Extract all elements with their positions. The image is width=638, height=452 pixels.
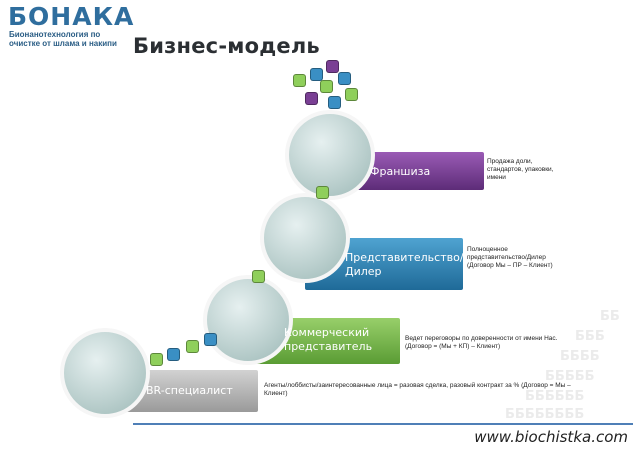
logo-tagline: Бионанотехнология по очистке от шлама и … [9, 30, 117, 48]
cube-icon [338, 72, 351, 85]
step-note-dealer: Полноценное представительство/Дилер (Дог… [467, 246, 553, 269]
svg-text:ББББББ: ББББББ [525, 389, 584, 404]
cube-icon [328, 96, 341, 109]
cube-icon [345, 88, 358, 101]
cube-icon [252, 270, 265, 283]
cube-icon [293, 74, 306, 87]
footer-divider [133, 423, 633, 425]
svg-text:ББББ: ББББ [560, 349, 600, 364]
step-label-commercial: Коммерческий представитель [284, 326, 373, 353]
svg-text:ББББББББ: ББББББББ [505, 407, 584, 422]
cube-icon [204, 333, 217, 346]
cube-icon [320, 80, 333, 93]
cube-icon [326, 60, 339, 73]
step-label-franchise: Франшиза [370, 165, 431, 178]
cube-icon [150, 353, 163, 366]
svg-text:ББ: ББ [600, 309, 620, 324]
cube-icon [167, 348, 180, 361]
cube-icon [316, 186, 329, 199]
step-circle-commercial [203, 275, 293, 365]
step-note-br: Агенты/лоббисты/заинтересованные лица = … [264, 382, 571, 397]
cube-icon [186, 340, 199, 353]
step-note-commercial: Ведет переговоры по доверенности от имен… [405, 335, 558, 350]
cube-icon [305, 92, 318, 105]
step-circle-franchise [285, 110, 375, 200]
step-note-franchise: Продажа доли, стандартов, упаковки, имен… [487, 158, 554, 181]
background-watermark: ББ БББ ББББ БББББ ББББББ ББББББББ [505, 309, 620, 422]
step-circle-br [60, 328, 150, 418]
logo-name: БОНАКА [8, 2, 135, 31]
cube-icon [310, 68, 323, 81]
step-label-dealer: Представительство/ Дилер [345, 251, 464, 278]
svg-text:БББ: БББ [575, 329, 605, 344]
page-title: Бизнес-модель [133, 34, 320, 58]
website-url[interactable]: www.biochistka.com [474, 428, 628, 446]
step-label-br: BR-специалист [146, 384, 233, 397]
svg-text:БББББ: БББББ [545, 369, 595, 384]
step-circle-dealer [260, 193, 350, 283]
